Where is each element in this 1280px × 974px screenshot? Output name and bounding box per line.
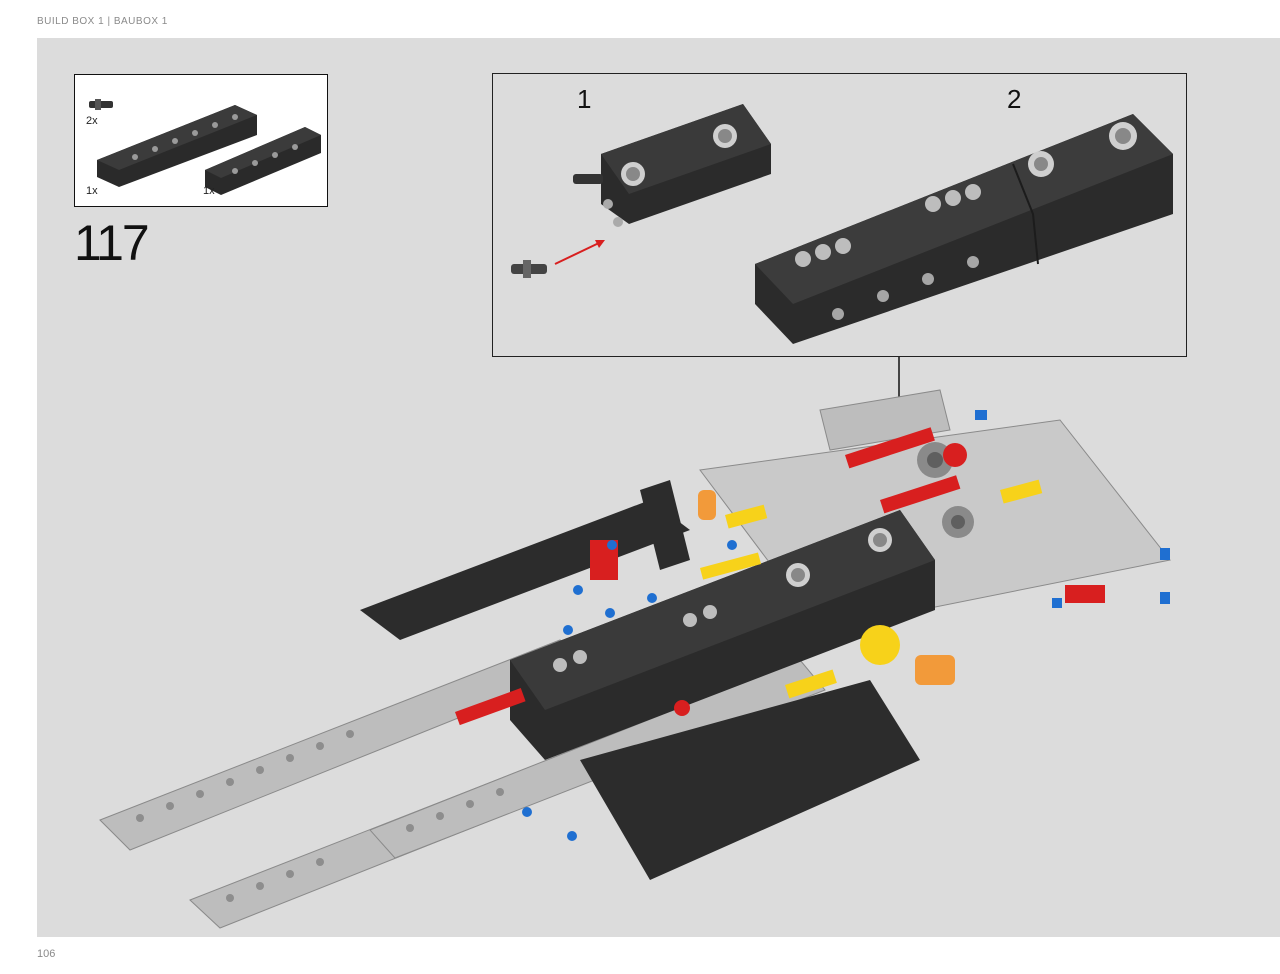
- colored-parts: [455, 410, 1170, 841]
- sub-assembly-callout: 1 2: [492, 73, 1187, 357]
- black-beams: [360, 480, 920, 880]
- substep-2-number: 2: [1007, 84, 1022, 114]
- substep-1-panel: [573, 104, 771, 227]
- gear-cluster: [917, 442, 974, 538]
- substep-1-number: 1: [577, 84, 592, 114]
- black-panel-assembly: [510, 510, 935, 760]
- substep-2-assembly: [755, 114, 1173, 344]
- parts-illustration: [89, 99, 321, 195]
- beam-holes: [136, 730, 504, 902]
- axle-pin-icon: [89, 99, 113, 110]
- insertion-arrowhead: [595, 240, 605, 248]
- long-black-panel-icon: [97, 105, 257, 187]
- parts-qty-long-panel: 1x: [86, 185, 98, 197]
- axle-pin-icon: [511, 260, 547, 278]
- insertion-arrow: [554, 241, 602, 265]
- parts-list-box: 2x 1x 1x: [74, 74, 328, 207]
- parts-qty-pin: 2x: [86, 115, 98, 127]
- page-number: 106: [37, 948, 56, 960]
- short-black-panel-icon: [205, 127, 321, 195]
- callout-illustration: [511, 104, 1173, 344]
- page-header: BUILD BOX 1 | BAUBOX 1: [37, 16, 168, 27]
- step-number: 117: [74, 215, 150, 271]
- parts-qty-short-panel: 1x: [203, 185, 215, 197]
